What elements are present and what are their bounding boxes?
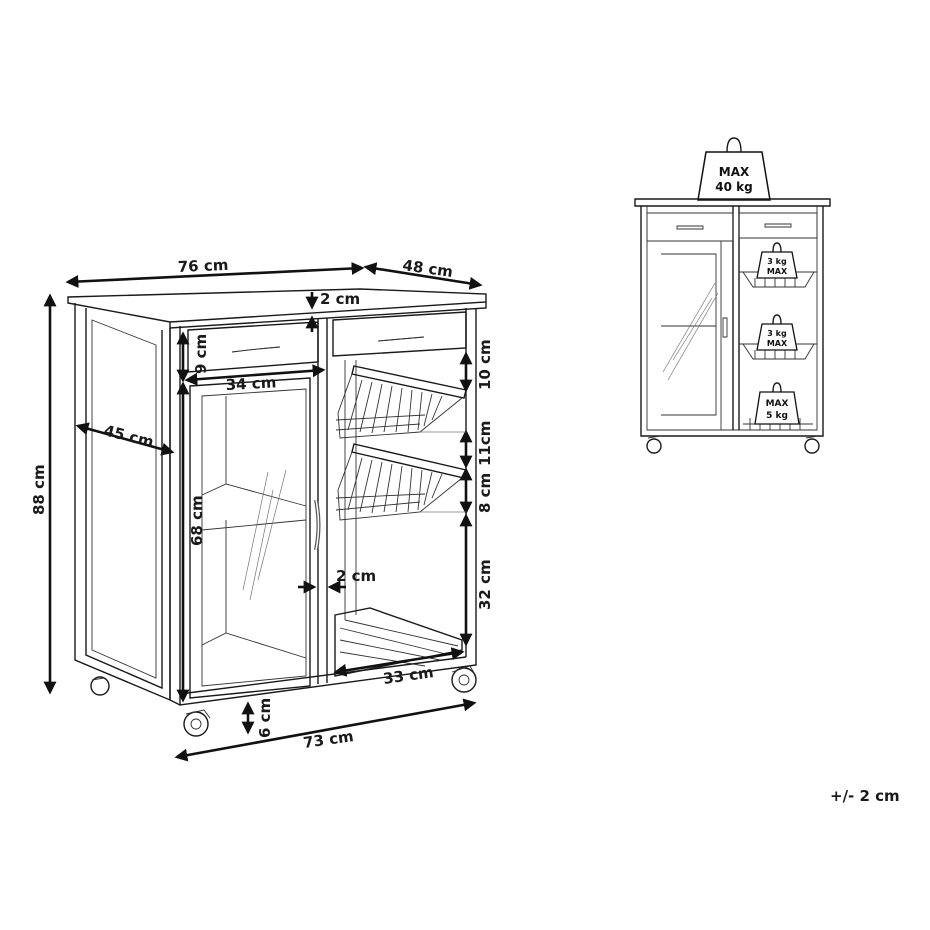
svg-text:5 kg: 5 kg <box>766 411 788 421</box>
label-base-width: 73 cm <box>302 727 355 752</box>
label-door-height: 68 cm <box>188 495 206 546</box>
weight-icon-top: MAX 40 kg <box>697 137 771 201</box>
svg-text:MAX: MAX <box>767 339 788 348</box>
label-top-depth: 48 cm <box>401 256 454 281</box>
label-right-top-gap: 10 cm <box>476 339 494 390</box>
dimension-labels: 76 cm 48 cm 2 cm 9 cm 34 cm 45 cm 88 cm … <box>30 256 494 752</box>
label-divider-gap: 2 cm <box>336 567 376 585</box>
tolerance-note: +/- 2 cm <box>830 787 900 805</box>
label-door-width: 34 cm <box>225 373 276 394</box>
label-side-depth: 45 cm <box>102 421 155 451</box>
svg-text:3 kg: 3 kg <box>767 257 787 266</box>
label-bottom-gap: 32 cm <box>476 559 494 610</box>
svg-text:3 kg: 3 kg <box>767 329 787 338</box>
weight-icon-basket-lower: 3 kg MAX <box>756 314 798 351</box>
weight-icon-basket-upper: 3 kg MAX <box>756 242 798 279</box>
svg-text:40 kg: 40 kg <box>715 180 752 194</box>
label-top-width: 76 cm <box>177 256 228 276</box>
dimension-arrows <box>43 262 483 762</box>
label-basket-height: 8 cm <box>476 473 494 513</box>
wire-basket-lower <box>335 443 467 521</box>
label-basket-spacing: 11cm <box>476 421 494 466</box>
label-wheel-height: 6 cm <box>256 698 274 738</box>
svg-text:MAX: MAX <box>766 399 789 409</box>
wire-basket-upper <box>335 365 467 439</box>
label-drawer-height: 9 cm <box>192 334 210 374</box>
front-view-load-diagram: MAX 40 kg 3 kg MAX 3 kg <box>634 137 831 454</box>
svg-text:MAX: MAX <box>719 165 750 179</box>
weight-icon-bottom-shelf: MAX 5 kg <box>754 382 800 425</box>
label-top-thickness: 2 cm <box>320 290 360 308</box>
label-total-height: 88 cm <box>30 464 48 515</box>
svg-text:MAX: MAX <box>767 267 788 276</box>
